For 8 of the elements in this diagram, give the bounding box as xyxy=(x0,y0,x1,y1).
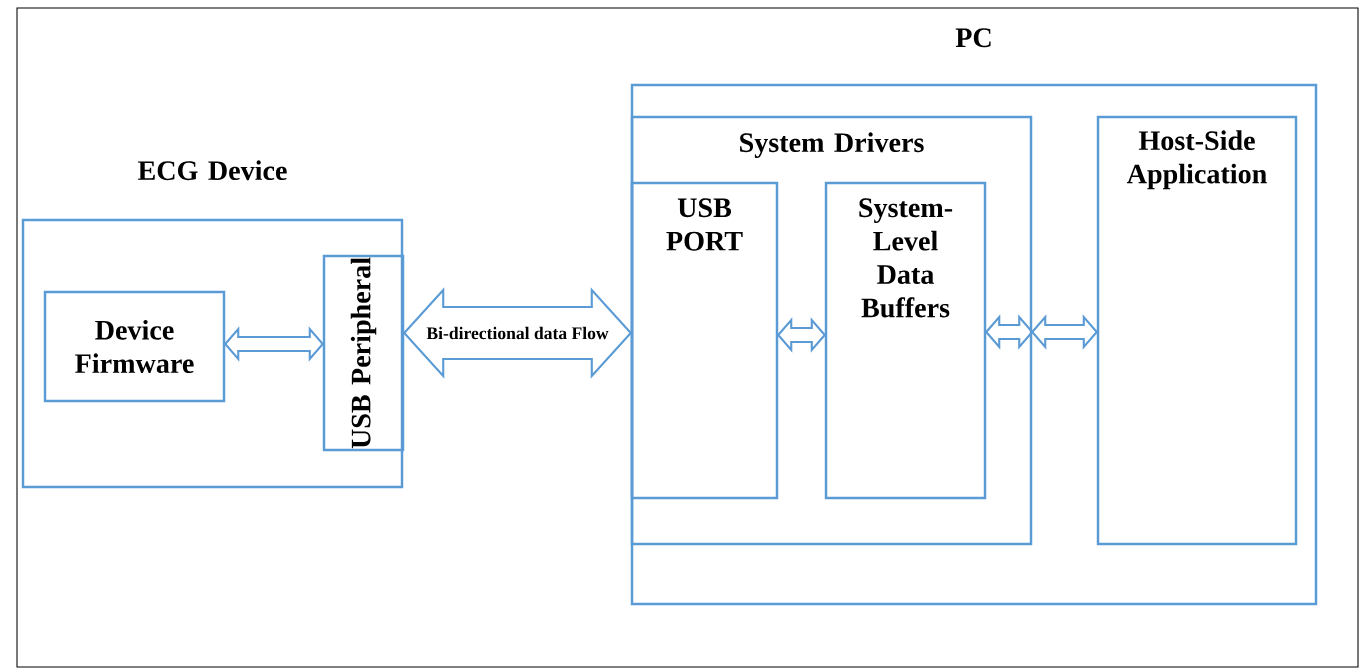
block-box: USB PORT xyxy=(630,181,779,500)
block-box: Host-Side Application xyxy=(1096,115,1298,546)
node-label: ECG Device xyxy=(138,160,287,181)
node-label: PC xyxy=(955,28,991,48)
block-box: System-Level Data Buffers xyxy=(824,181,987,500)
edge-label: Bi-directional data Flow xyxy=(424,325,611,341)
block-box: USB Peripheral xyxy=(322,254,405,452)
block-box: Device Firmware xyxy=(43,290,226,403)
